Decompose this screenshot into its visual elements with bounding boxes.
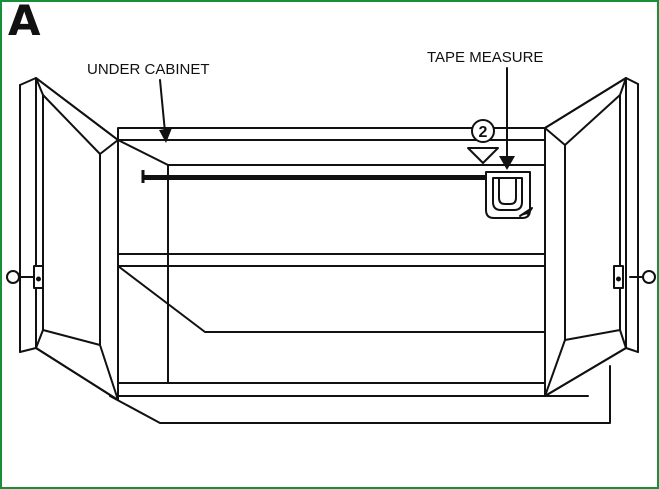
tape-measure-arrowhead [499, 156, 515, 170]
cabinet-body [109, 127, 611, 424]
under-cabinet-arrowhead [159, 128, 172, 143]
left-door [19, 77, 119, 401]
left-knob [6, 265, 44, 289]
right-knob [613, 265, 656, 289]
tape-measure [485, 171, 533, 219]
step-number: 2 [479, 124, 488, 141]
right-door [544, 77, 639, 397]
step-marker [467, 119, 499, 164]
under-cabinet-leader [159, 79, 166, 133]
under-cabinet-label: UNDER CABINET [87, 61, 210, 78]
tape-measure-label: TAPE MEASURE [427, 49, 544, 66]
panel-letter: A [8, 0, 41, 45]
tape-blade [141, 170, 487, 183]
